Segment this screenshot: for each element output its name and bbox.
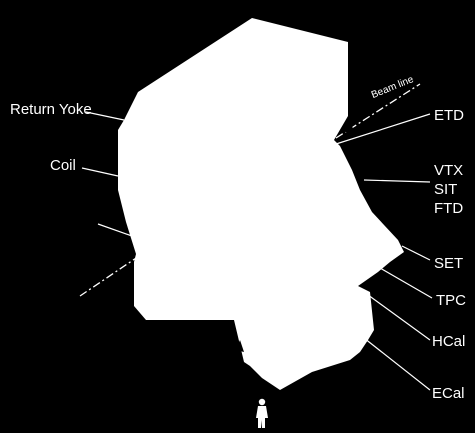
label-vtx: VTX (434, 162, 464, 179)
leader-etd (335, 113, 431, 145)
label-ecal: ECal (432, 385, 465, 402)
label-tpc: TPC (436, 292, 466, 309)
detector-lower-notch (236, 340, 244, 352)
leader-set (401, 245, 431, 261)
scale-person-icon (256, 398, 268, 428)
label-hcal: HCal (432, 333, 466, 350)
label-etd: ETD (434, 107, 464, 124)
label-sit: SIT (434, 181, 458, 198)
leader-ecal (363, 337, 431, 391)
leader-unlabeled (97, 223, 133, 237)
leader-vtx-sit-ftd (363, 179, 431, 183)
label-set: SET (434, 255, 464, 272)
ip-person-icon (345, 116, 353, 138)
leader-hcal (363, 291, 431, 341)
label-return-yoke: Return Yoke (10, 101, 92, 118)
beam-line-lower (79, 253, 143, 297)
leader-coil (81, 167, 119, 177)
leader-return-yoke (85, 111, 125, 121)
leader-tpc (379, 267, 433, 299)
label-ftd: FTD (434, 200, 464, 217)
label-coil: Coil (50, 157, 76, 174)
detector-body (118, 18, 404, 390)
